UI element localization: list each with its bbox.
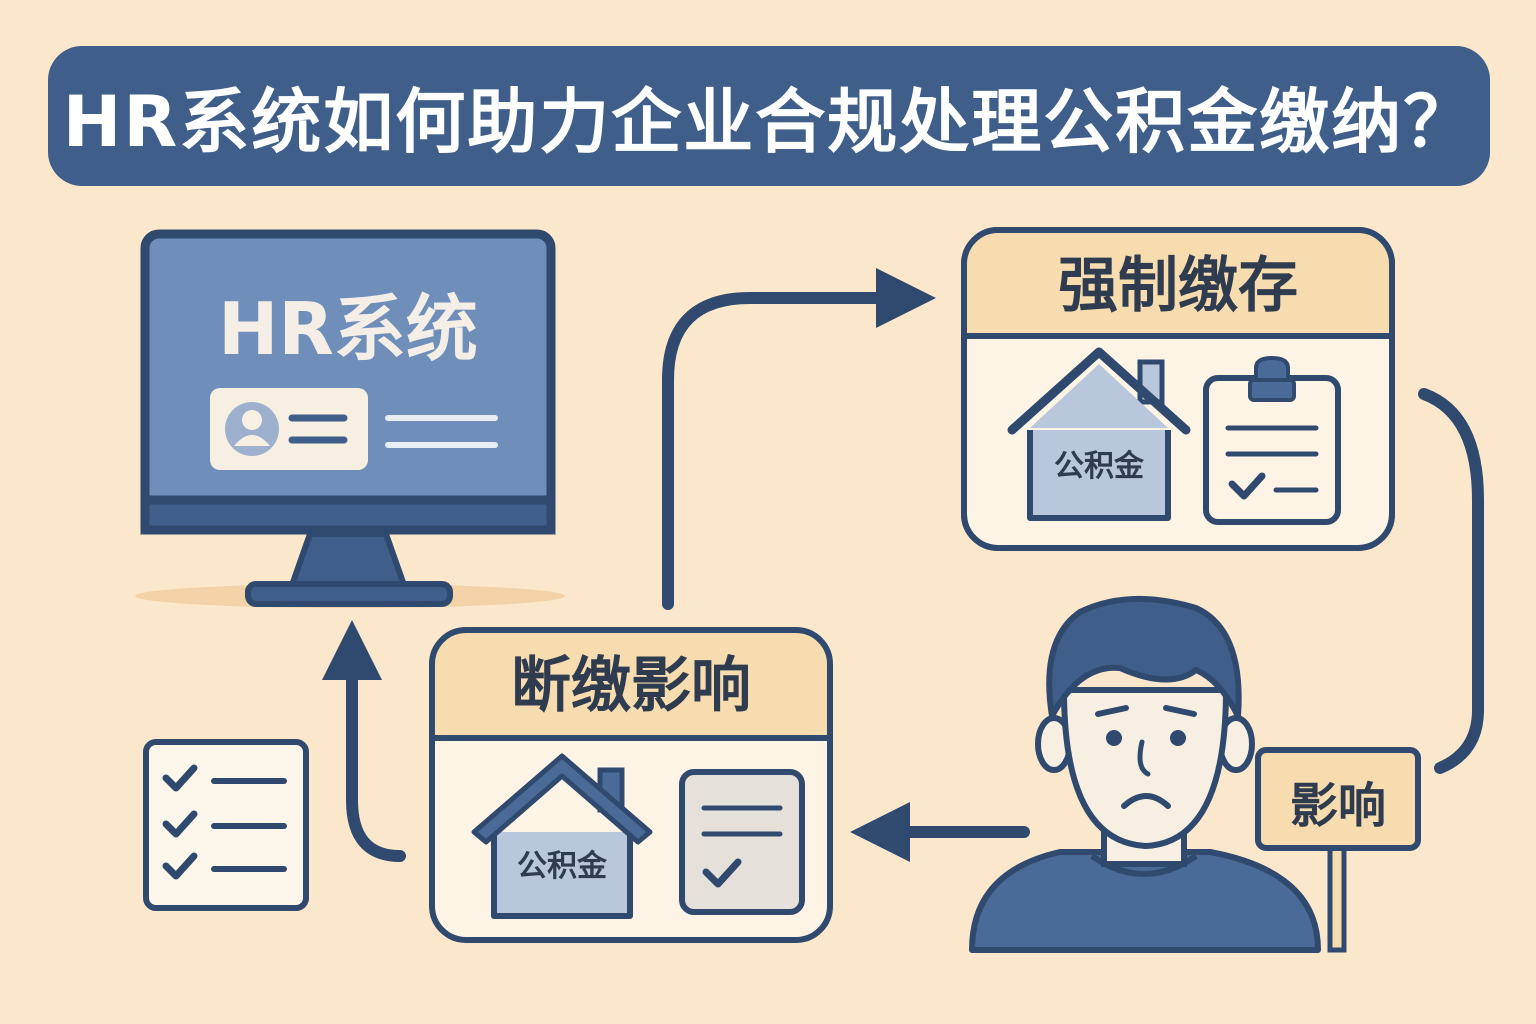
arrow-forced-to-person [1418,388,1484,774]
forced-contribution-box: 强制缴存 公积金 [961,227,1395,551]
stop-contribution-box: 断缴影响 公积金 [429,627,833,943]
title-banner: HR系统如何助力企业合规处理公积金缴纳？ [48,46,1490,186]
page-title: HR系统如何助力企业合规处理公积金缴纳？ [62,80,1476,163]
stop-box-header: 断缴影响 [511,651,751,721]
house-icon: 公积金 [471,753,653,919]
forced-house-label: 公积金 [1054,449,1145,484]
arrow-to-forced-box [662,268,936,610]
forced-box-header: 强制缴存 [1058,251,1298,321]
monitor-label: HR系统 [218,287,478,371]
stop-house-label: 公积金 [517,849,608,884]
monitor-icon: HR系统 [135,229,565,608]
document-check-icon [679,769,805,915]
sign-label: 影响 [1290,778,1386,834]
clipboard-check-icon [1203,355,1341,525]
house-icon: 公积金 [1007,347,1191,521]
checklist-icon [143,739,309,911]
sign-icon: 影响 [1255,747,1421,953]
worried-person-icon [969,595,1321,953]
arrow-to-monitor [322,620,406,862]
user-card-icon [210,388,368,470]
